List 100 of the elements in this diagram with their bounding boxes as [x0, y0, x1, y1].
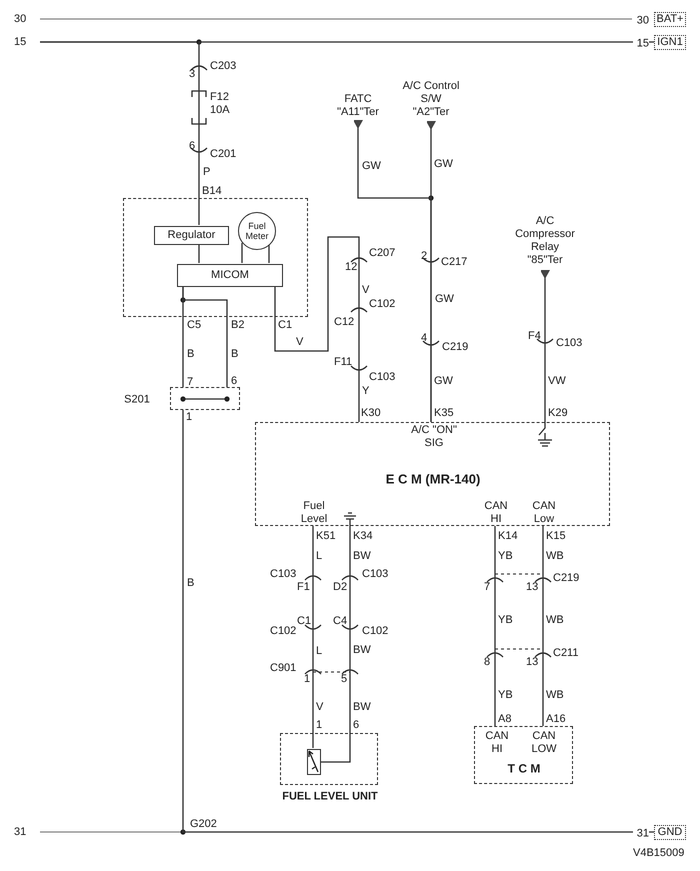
connector-id: C102 — [362, 625, 388, 637]
connector-id: C103 — [270, 568, 296, 580]
micom-box: MICOM — [177, 264, 283, 287]
wire-color-code: B — [187, 577, 194, 589]
terminal-id: K14 — [498, 530, 518, 542]
diagram-code: V4B15009 — [633, 847, 684, 859]
wire-color-code: VW — [548, 375, 566, 387]
ecm-module — [255, 422, 610, 526]
terminal-id: K51 — [316, 530, 336, 542]
wire — [182, 410, 654, 833]
pin-number: 7 — [187, 376, 194, 388]
pin-number: 13 — [526, 581, 538, 593]
terminal-id: K35 — [434, 407, 454, 419]
rail-number: 31 — [14, 826, 26, 838]
wire-color-code: BW — [353, 550, 371, 562]
terminal-id: K15 — [546, 530, 566, 542]
wire — [320, 526, 351, 763]
wire — [542, 526, 544, 726]
terminal-label: FATC "A11"Ter — [323, 91, 393, 120]
fuel-meter-gauge: Fuel Meter — [238, 212, 276, 250]
rail-number: 15 — [633, 37, 649, 50]
terminal-id: C5 — [187, 319, 202, 331]
wire-color-code: B — [187, 348, 194, 360]
pin-number: 1 — [304, 673, 310, 685]
rail-name: IGN1 — [657, 36, 683, 49]
connector-id: C103 — [369, 371, 396, 383]
pin-number: C4 — [333, 615, 348, 627]
cluster-outline — [123, 198, 308, 317]
pin-number: 13 — [526, 656, 538, 668]
connector-id: C207 — [369, 247, 396, 259]
connector-id: C219 — [442, 341, 468, 353]
wire-color-code: V — [316, 701, 324, 713]
pin-number: 12 — [345, 261, 358, 273]
ground-point-id: G202 — [190, 818, 217, 830]
rail-number: 30 — [14, 13, 26, 25]
connector-id: C12 — [334, 316, 354, 328]
fuse-rating: 10A — [210, 104, 230, 116]
pin-number: 4 — [421, 332, 428, 344]
pin-function-label: Fuel Level — [300, 500, 328, 526]
connector-id: C217 — [441, 256, 468, 268]
module-name: E C M (MR-140) — [384, 472, 482, 486]
rail-number: 15 — [14, 36, 26, 48]
pin-number: 3 — [189, 68, 196, 80]
regulator-box: Regulator — [154, 226, 229, 245]
wire — [268, 244, 270, 263]
terminal-id: K30 — [361, 407, 381, 419]
wire — [494, 526, 496, 726]
wire-color-code: Y — [362, 385, 370, 397]
connector-id: C103 — [362, 568, 388, 580]
pin-function-label: A/C "ON" SIG — [410, 424, 458, 450]
terminal-id: A8 — [498, 713, 512, 725]
connector-id: C219 — [553, 572, 580, 584]
wire — [241, 242, 243, 263]
wire — [198, 244, 200, 263]
pin-function-label: CAN HI — [483, 500, 509, 526]
pin-number: 6 — [353, 719, 360, 731]
wire-color-code: GW — [434, 375, 453, 387]
fuse-id: F12 — [210, 91, 229, 103]
connector-id: C211 — [553, 647, 578, 659]
connector-id: C102 — [369, 298, 396, 310]
wire — [312, 526, 314, 748]
terminal-id: A16 — [546, 713, 566, 725]
pin-number: F1 — [297, 581, 310, 593]
wire — [198, 41, 654, 225]
wire-color-code: P — [203, 166, 210, 178]
pin-number: 5 — [341, 673, 348, 685]
terminal-label: A/C Control S/W "A2"Ter — [402, 78, 460, 121]
pin-number: C1 — [297, 615, 312, 627]
rail-number: 31 — [633, 827, 649, 840]
pin-number: F4 — [528, 330, 541, 342]
wire-color-code: BW — [353, 644, 371, 656]
module-name: T C M — [506, 762, 542, 776]
connector-id: C103 — [556, 337, 582, 349]
tcm-module — [474, 726, 573, 784]
terminal-id: K34 — [353, 530, 373, 542]
wire — [540, 270, 550, 422]
pin-number: 7 — [484, 581, 490, 593]
pin-function-label: CAN LOW — [530, 730, 558, 756]
wire-color-code: L — [316, 550, 322, 562]
wire-color-code: GW — [362, 160, 381, 172]
terminal-id: K29 — [548, 407, 568, 419]
terminal-id: B2 — [231, 319, 244, 331]
terminal-id: C1 — [278, 319, 292, 331]
pin-number: D2 — [333, 581, 348, 593]
pin-number: 1 — [186, 411, 192, 423]
pin-function-label: CAN Low — [531, 500, 557, 526]
wire — [426, 121, 436, 422]
wire-color-code: YB — [498, 550, 513, 562]
connector-id: C203 — [210, 60, 236, 72]
wire — [274, 236, 360, 422]
wire-color-code: L — [316, 645, 322, 657]
pin-number: 6 — [231, 375, 238, 387]
variable-resistor-symbol — [307, 749, 321, 775]
pin-number: 1 — [316, 719, 322, 731]
wire-color-code: YB — [498, 689, 513, 701]
pin-number: 8 — [484, 656, 490, 668]
pin-number: F11 — [334, 356, 352, 368]
wire-color-code: V — [296, 336, 304, 348]
rail-name: GND — [658, 826, 682, 839]
wire-color-code: V — [362, 284, 370, 296]
